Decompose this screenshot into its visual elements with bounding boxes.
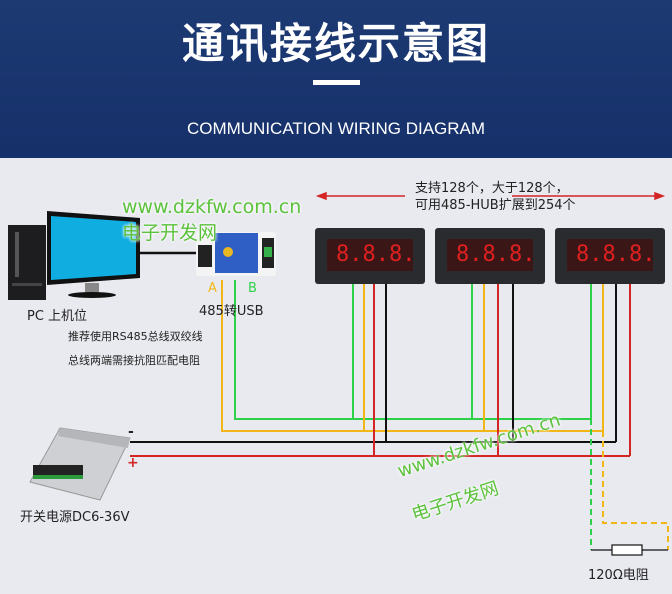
range-arrows — [315, 191, 666, 201]
pin-b-label: B — [248, 281, 257, 296]
power-supply-icon — [29, 427, 131, 501]
wire-yellow-bus — [221, 280, 603, 432]
power-label: 开关电源DC6-36V — [20, 510, 130, 525]
wire-green-bus — [234, 280, 591, 420]
pc-label: PC 上机位 — [27, 309, 88, 324]
converter-label: 485转USB — [199, 304, 264, 319]
usb-rs485-converter-icon — [196, 232, 276, 276]
capacity-note-line-2: 可用485-HUB扩展到254个 — [415, 198, 576, 213]
display-module-2 — [435, 228, 545, 284]
resistor-icon — [591, 544, 668, 556]
capacity-note: 支持128个，大于128个， 可用485-HUB扩展到254个 — [415, 180, 576, 214]
module-3-display: 8.8.8. — [576, 242, 656, 267]
capacity-note-line-1: 支持128个，大于128个， — [415, 181, 569, 196]
display-module-3 — [555, 228, 665, 284]
pin-a-label: A — [208, 281, 217, 296]
pc-computer-icon — [8, 211, 140, 300]
display-modules — [315, 228, 665, 284]
header-banner: 通讯接线示意图 COMMUNICATION WIRING DIAGRAM — [0, 0, 672, 158]
watermark-name: 电子开发网 — [122, 222, 218, 244]
title-divider — [313, 80, 360, 85]
wire-yellow-dashed — [602, 431, 669, 550]
power-plus-label: + — [127, 455, 139, 471]
note-termination: 总线两端需接抗阻匹配电阻 — [68, 354, 200, 367]
note-twisted-pair: 推荐使用RS485总线双绞线 — [68, 330, 203, 343]
resistor-label: 120Ω电阻 — [588, 568, 649, 583]
page-title: 通讯接线示意图 — [181, 19, 490, 68]
page-subtitle: COMMUNICATION WIRING DIAGRAM — [186, 119, 486, 138]
module-1-display: 8.8.8. — [336, 242, 416, 267]
bus-wires — [130, 280, 669, 550]
module-2-display: 8.8.8. — [456, 242, 536, 267]
watermark-url: www.dzkfw.com.cn — [122, 196, 302, 218]
display-module-1 — [315, 228, 425, 284]
power-minus-label: - — [128, 424, 134, 440]
